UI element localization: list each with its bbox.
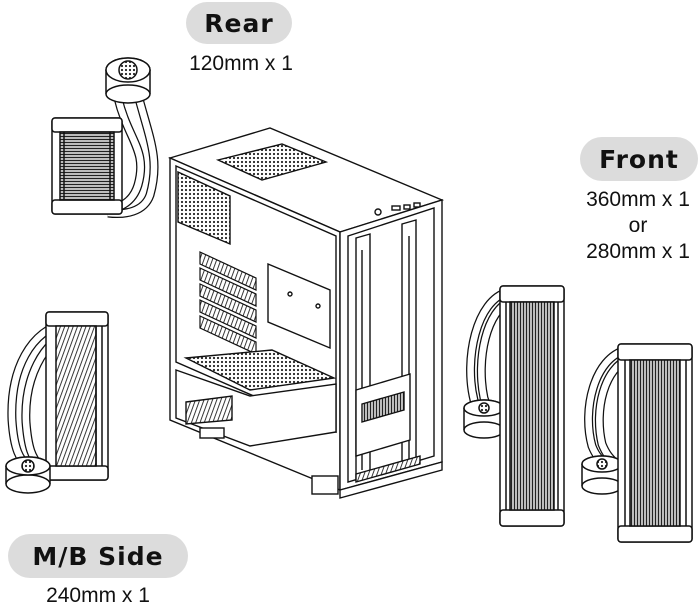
mb-side-240mm-radiator [5,311,109,494]
front-label: Front [580,137,698,181]
mb-side-label: M/B Side [8,534,188,578]
front-360mm-radiator [463,285,565,527]
rear-120mm-radiator [51,57,159,218]
rear-label: Rear [186,2,292,44]
pc-case [167,127,445,499]
rear-spec: 120mm x 1 [189,52,293,75]
mb-side-spec: 240mm x 1 [46,584,150,607]
front-spec-or: or [628,214,648,237]
front-280mm-radiator [581,343,693,543]
front-spec-line-2: 280mm x 1 [586,240,690,263]
front-spec-line-1: 360mm x 1 [586,188,690,211]
